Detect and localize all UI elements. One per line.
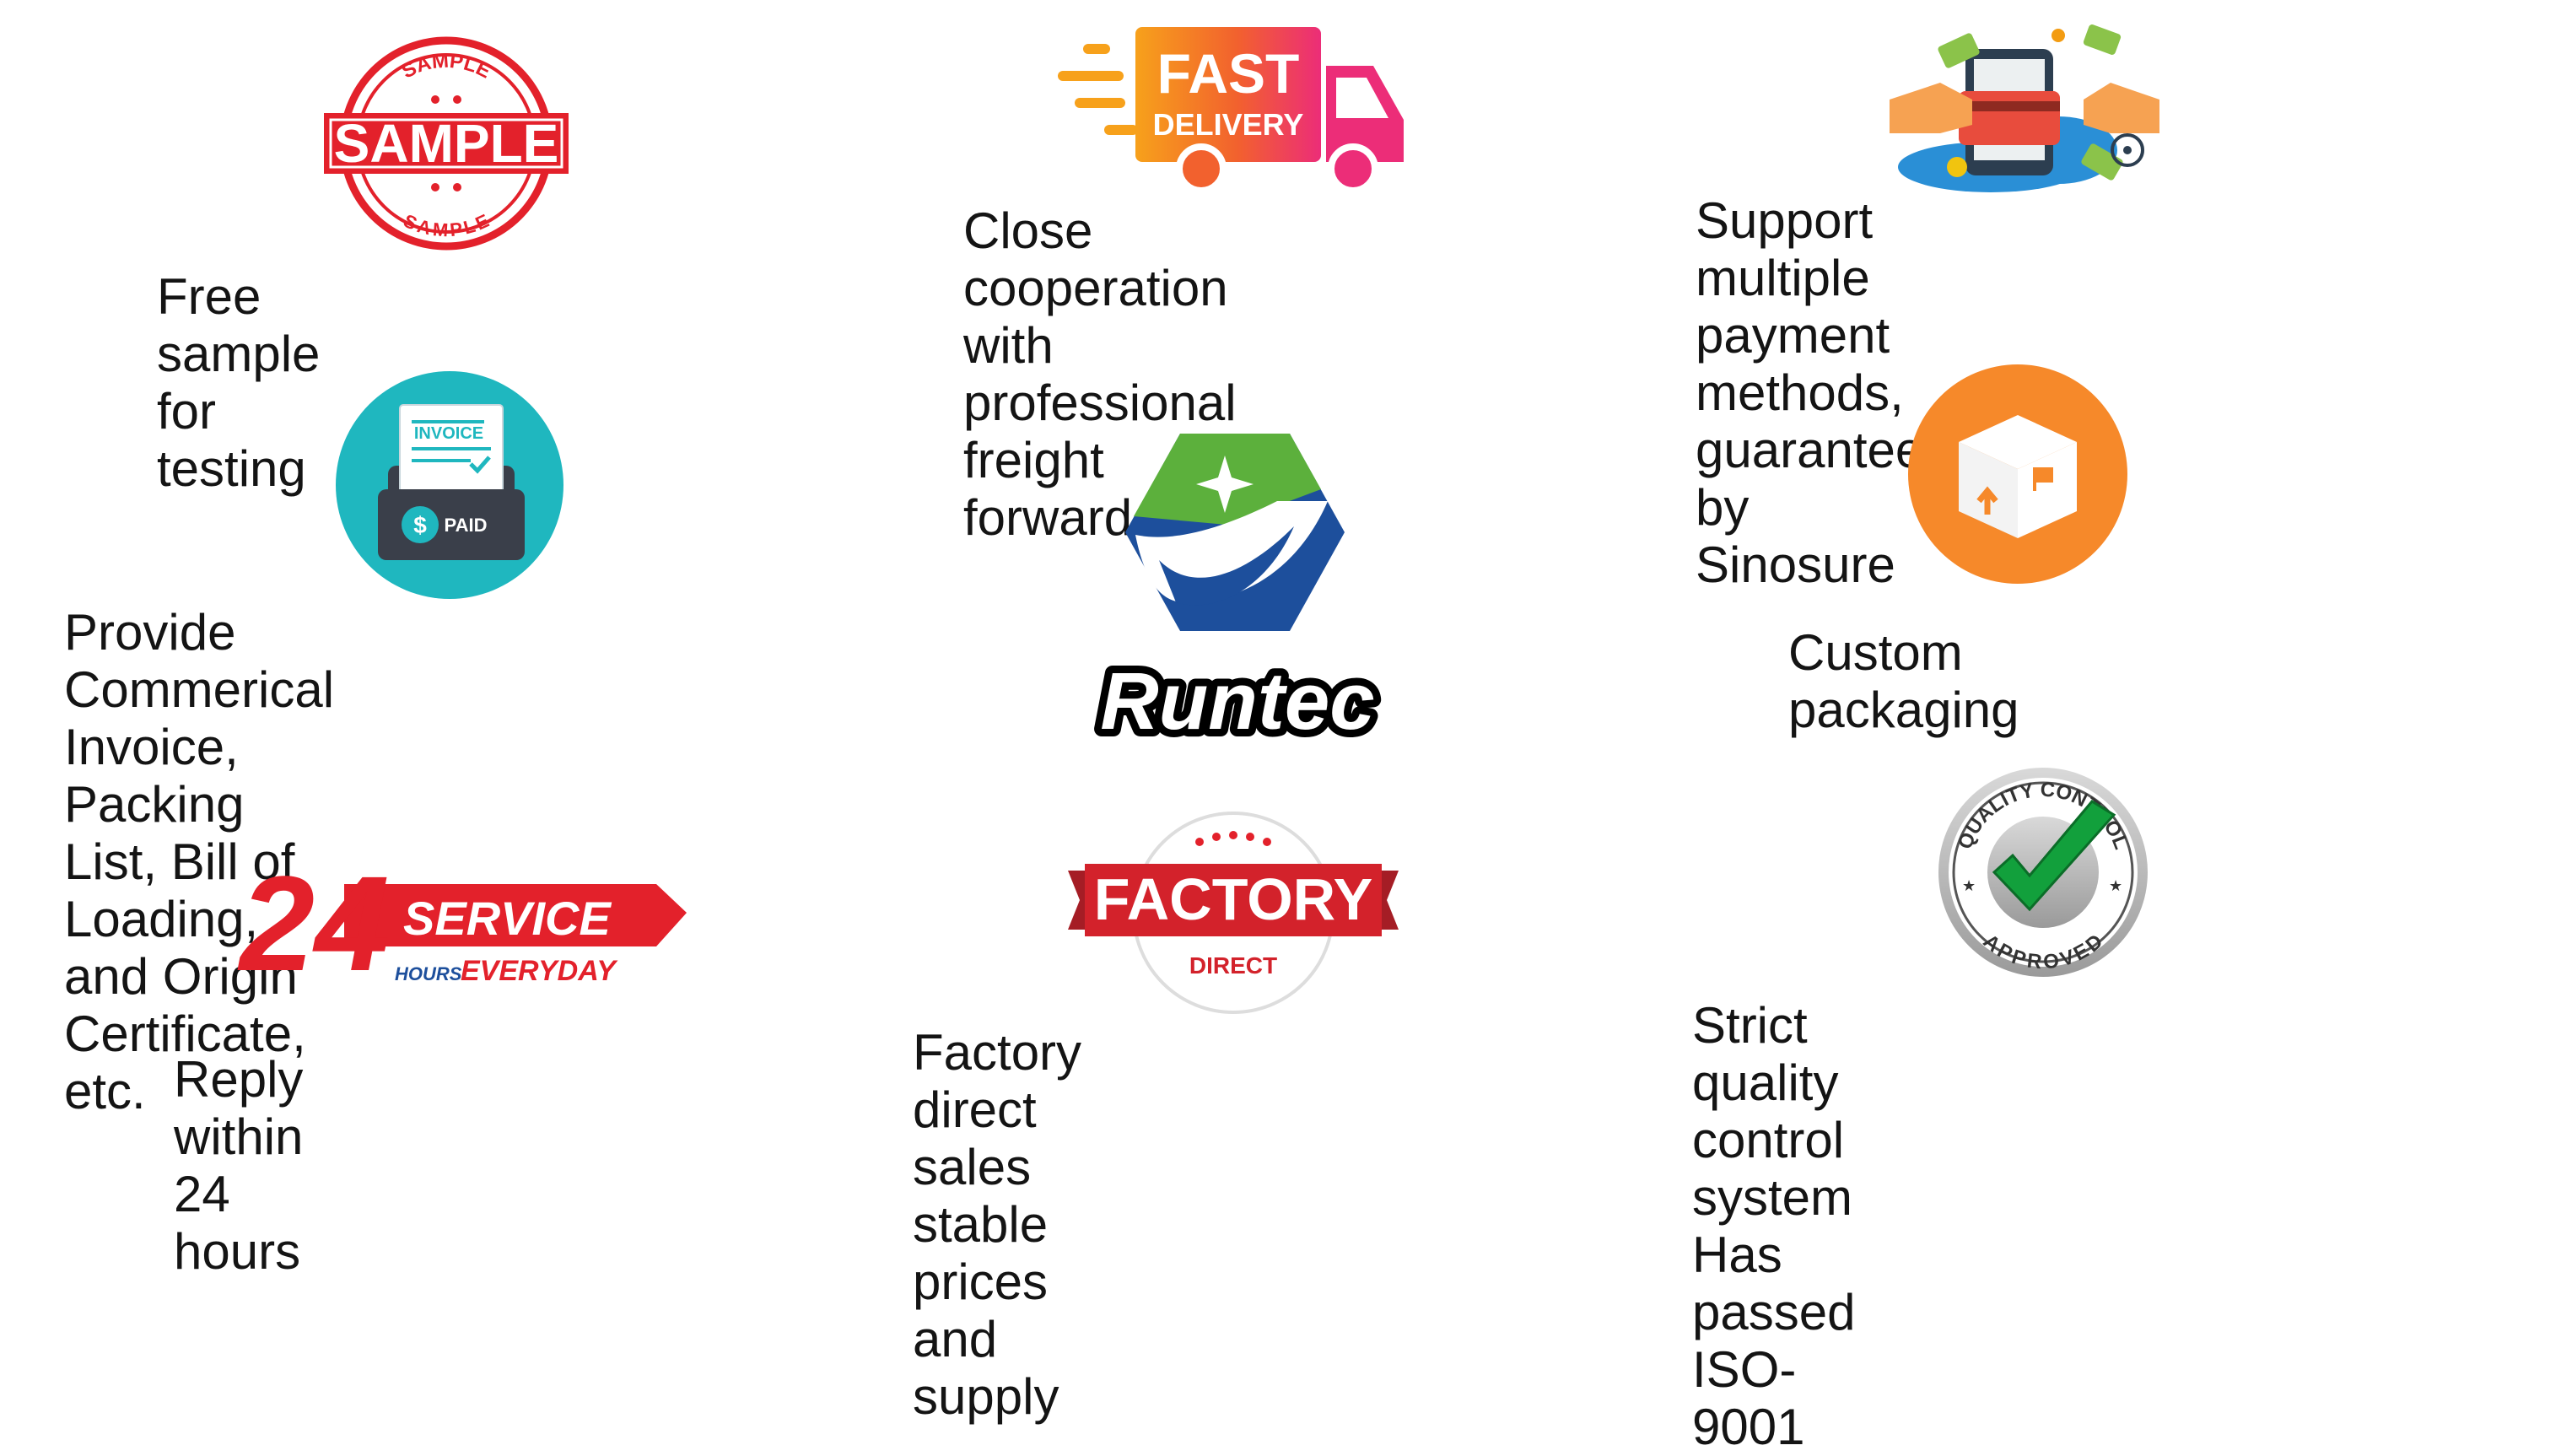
sample-ring-text-bottom: SAMPLE bbox=[401, 210, 493, 241]
fast-text: FAST bbox=[1157, 42, 1300, 105]
svg-text:★: ★ bbox=[1962, 877, 1976, 894]
svg-text:★: ★ bbox=[2109, 877, 2122, 894]
caption-quality-control: Strict quality control system Has passed… bbox=[1692, 997, 1856, 1455]
24-number: 24 bbox=[237, 848, 390, 999]
sample-stamp-text: SAMPLE bbox=[334, 113, 559, 174]
runtec-logo-icon bbox=[1125, 434, 1345, 631]
fast-delivery-truck-icon: FAST DELIVERY bbox=[1058, 27, 1404, 194]
delivery-text: DELIVERY bbox=[1153, 107, 1304, 142]
runtec-outline-text: Runtec bbox=[1100, 656, 1374, 747]
factory-direct-icon: FACTORY DIRECT bbox=[1068, 812, 1399, 1014]
factory-text: FACTORY bbox=[1094, 866, 1373, 932]
service-text: SERVICE bbox=[403, 892, 612, 945]
invoice-paid-icon: INVOICE $ PAID bbox=[336, 371, 563, 599]
paid-text: PAID bbox=[445, 515, 488, 536]
quality-control-approved-icon: QUALITY CONTROL APPROVED ★ ★ bbox=[1938, 768, 2148, 977]
caption-factory-direct: Factory direct sales stable prices and s… bbox=[913, 1024, 1082, 1425]
everyday-text: EVERYDAY bbox=[461, 955, 618, 987]
caption-24-service: Reply within 24 hours bbox=[174, 1051, 304, 1280]
hours-text: HOURS bbox=[395, 963, 462, 984]
package-box-icon bbox=[1908, 364, 2127, 584]
caption-custom-packaging: Custom packaging bbox=[1788, 624, 2019, 738]
sample-ring-text-top: SAMPLE bbox=[398, 50, 494, 84]
direct-text: DIRECT bbox=[1189, 952, 1277, 979]
24-service-icon: 24 SERVICE HOURS EVERYDAY bbox=[237, 848, 687, 999]
payment-methods-icon bbox=[1890, 24, 2159, 192]
svg-text:SAMPLE: SAMPLE bbox=[398, 50, 494, 84]
runtec-text: Runtec bbox=[1100, 656, 1374, 747]
svg-text:$: $ bbox=[413, 512, 427, 538]
svg-text:SAMPLE: SAMPLE bbox=[401, 210, 493, 241]
caption-free-sample: Free sample for testing bbox=[157, 268, 321, 497]
caption-fast-delivery: Close cooperation with professional frei… bbox=[963, 202, 1237, 546]
invoice-text: INVOICE bbox=[414, 424, 483, 443]
caption-payment-methods: Support multiple payment methods, guaran… bbox=[1696, 192, 1952, 593]
caption-documents: Provide Commerical Invoice, Packing List… bbox=[64, 604, 335, 1119]
sample-stamp-icon: SAMPLE SAMPLE SAMPLE bbox=[324, 36, 569, 251]
runtec-wordmark: Runtec Runtec bbox=[1092, 649, 1382, 754]
